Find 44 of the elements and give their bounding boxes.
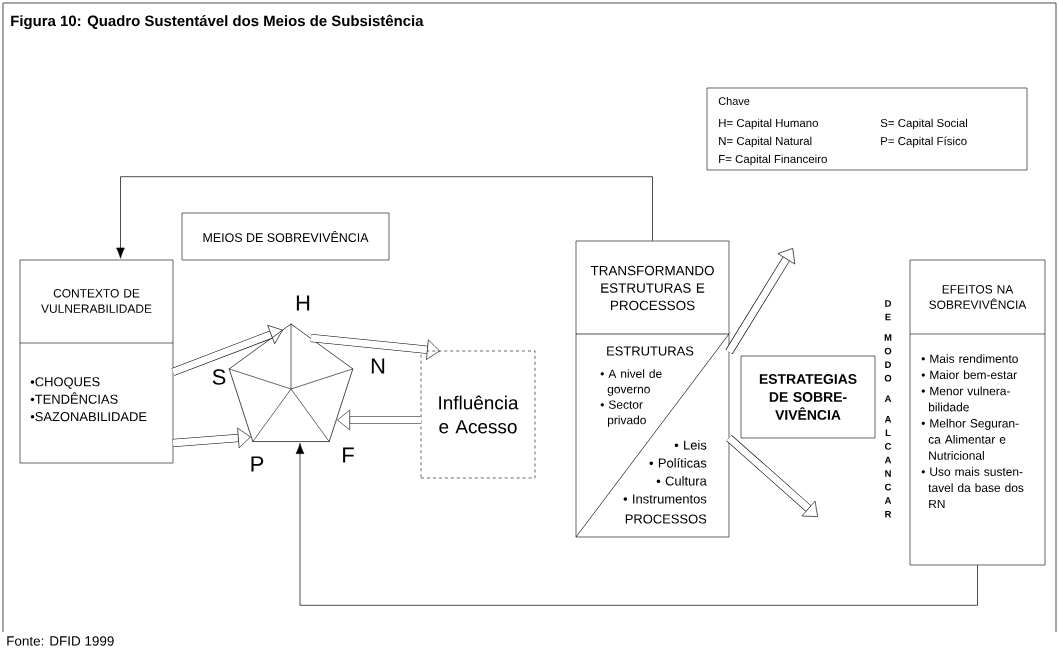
- block-arrow: [310, 333, 440, 360]
- list-item: • Mais rendimento: [921, 354, 1018, 363]
- list-item: •CHOQUES: [30, 377, 100, 389]
- block-arrow: [172, 427, 251, 449]
- block-arrow: [726, 434, 818, 517]
- section-heading: ESTRUTURAS: [607, 346, 694, 356]
- list-item: • A nivel de governo: [600, 369, 662, 396]
- key-entry: F= Capital Financeiro: [719, 154, 827, 166]
- list-item: • Cultura: [656, 476, 707, 486]
- list-item: • Instrumentos: [623, 494, 707, 504]
- asset-letter: H: [296, 295, 310, 311]
- key-entry: H= Capital Humano: [719, 118, 818, 130]
- list-item: • Sector privado: [600, 400, 646, 427]
- list-item: • Menor vulnera- bilidade: [921, 386, 1010, 412]
- box-heading: CONTEXTO DE VULNERABILIDADE: [41, 289, 152, 313]
- list-item: • Maior bem-estar: [921, 370, 1017, 380]
- box-heading: TRANSFORMANDO ESTRUTURAS E PROCESSOS: [590, 265, 714, 311]
- asset-letter: F: [343, 447, 354, 463]
- title-box: MEIOS DE SOBREVIVÊNCIA: [181, 212, 390, 261]
- asset-letter: S: [212, 369, 226, 385]
- source-note: Fonte: DFID 1999: [7, 636, 114, 646]
- section-heading: PROCESSOS: [625, 514, 707, 524]
- dashed-box: Influência e Acesso: [420, 350, 536, 479]
- list-item: • Uso mais susten- tavel da base dos RN: [921, 467, 1024, 509]
- asset-letter: N: [371, 358, 385, 374]
- vertical-label: DE MODO A ALCANCAR: [884, 300, 892, 518]
- key-heading: Chave: [718, 97, 750, 105]
- list-item: •TENDÊNCIAS: [30, 392, 118, 404]
- feedback-arrow: [295, 443, 978, 606]
- box-heading: EFEITOS NA SOBREVIVÊNCIA: [929, 285, 1027, 309]
- list-item: • Leis: [674, 440, 707, 450]
- block-arrow: [337, 409, 421, 431]
- title: Figura 10: Quadro Sustentável dos Meios de Subsistência: [11, 14, 424, 30]
- asset-letter: P: [251, 456, 264, 472]
- block-arrow: [171, 324, 283, 376]
- strategy-box: ESTRATEGIAS DE SOBRE- VIVÊNCIA: [740, 355, 876, 439]
- key-entry: S= Capital Social: [880, 118, 967, 130]
- key-entry: P= Capital Físico: [881, 136, 967, 148]
- block-arrow: [725, 248, 796, 355]
- key-entry: N= Capital Natural: [719, 136, 812, 148]
- list-item: •SAZONABILIDADE: [30, 412, 147, 422]
- feedback-arrow: [116, 176, 653, 259]
- list-item: • Políticas: [649, 458, 707, 468]
- list-item: • Melhor Seguran- ca Alimentar e Nutricional: [921, 418, 1019, 460]
